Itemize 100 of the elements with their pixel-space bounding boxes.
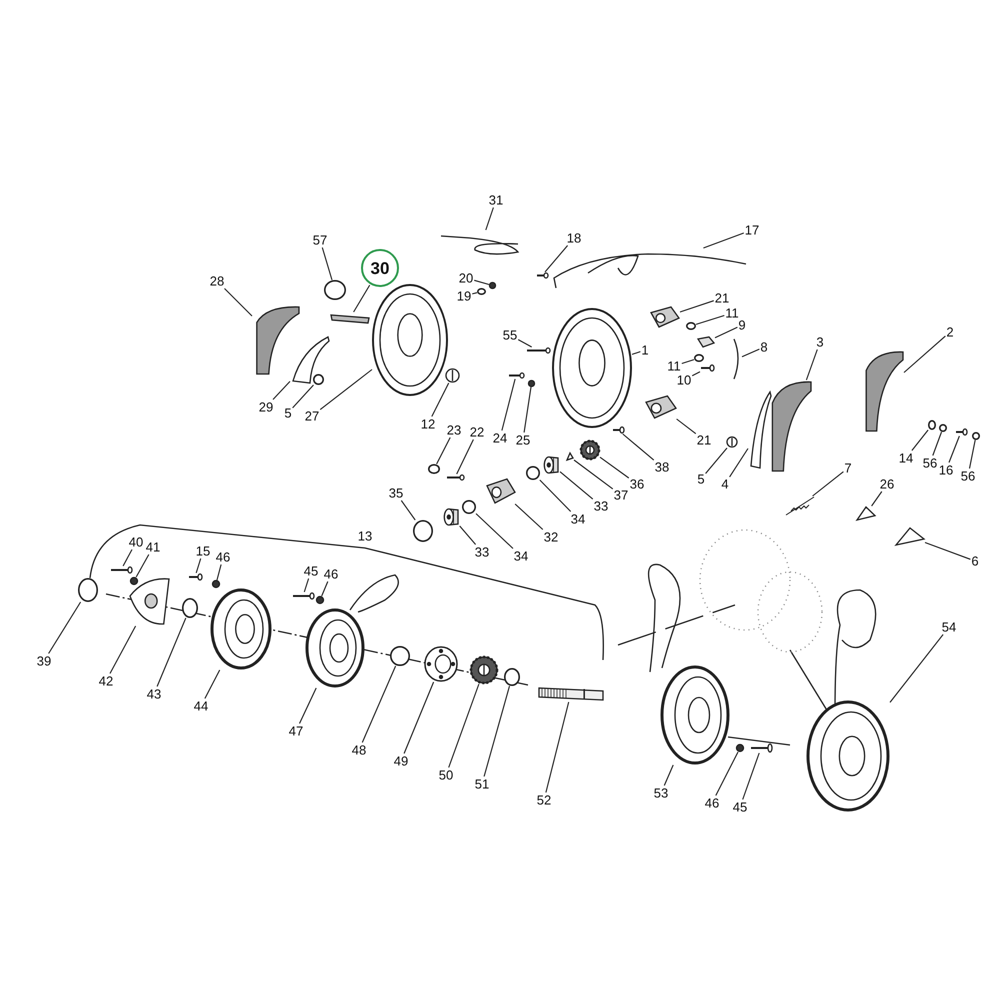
callout-number: 49 bbox=[394, 754, 408, 768]
washer-drawing bbox=[130, 577, 138, 585]
bolt-drawing bbox=[110, 566, 132, 574]
leader-line bbox=[456, 439, 474, 474]
leader-line bbox=[514, 504, 544, 530]
callout-number: 45 bbox=[732, 800, 748, 814]
ring-drawing bbox=[939, 424, 947, 432]
leader-line bbox=[224, 288, 252, 316]
leader-line bbox=[484, 686, 510, 777]
washer-drawing bbox=[489, 282, 496, 289]
leader-line bbox=[729, 448, 748, 478]
callout-number: 12 bbox=[420, 418, 436, 430]
leader-line bbox=[539, 480, 572, 512]
callout-number: 48 bbox=[352, 744, 366, 756]
bolt-drawing bbox=[508, 372, 524, 379]
leader-line bbox=[196, 558, 202, 574]
callout-number: 51 bbox=[474, 778, 490, 790]
callout-number: 21 bbox=[714, 292, 730, 304]
wheel-cylinder-drawing bbox=[650, 306, 680, 328]
leader-line bbox=[136, 554, 150, 578]
callout-number: 27 bbox=[304, 410, 320, 422]
callout-number: 20 bbox=[458, 272, 474, 284]
ring-drawing bbox=[413, 520, 433, 542]
leader-line bbox=[948, 436, 960, 463]
callout-number: 45 bbox=[304, 564, 318, 578]
callout-number: 11 bbox=[667, 360, 681, 372]
callout-number: 47 bbox=[288, 724, 304, 738]
leader-line bbox=[682, 359, 694, 364]
clip-drawing bbox=[566, 452, 574, 462]
plate-drawing bbox=[330, 312, 370, 324]
callout-number: 5 bbox=[697, 472, 705, 486]
brake-drum-drawing bbox=[660, 665, 730, 765]
leader-line bbox=[436, 437, 451, 464]
leader-line bbox=[321, 581, 328, 596]
leader-line bbox=[871, 491, 882, 506]
leader-line bbox=[476, 513, 514, 549]
ring-drawing bbox=[390, 646, 410, 666]
callout-number: 57 bbox=[312, 234, 328, 246]
pin-drawing bbox=[726, 436, 738, 448]
leader-line bbox=[474, 280, 490, 286]
callout-number: 46 bbox=[324, 568, 338, 580]
leader-line bbox=[696, 314, 724, 325]
leader-line bbox=[574, 460, 614, 490]
leader-line bbox=[353, 284, 370, 312]
bolt-drawing bbox=[526, 347, 550, 354]
highlighted-callout-number: 30 bbox=[361, 249, 399, 287]
bolt-drawing bbox=[955, 428, 967, 436]
leader-line bbox=[501, 378, 516, 431]
leader-line bbox=[485, 207, 494, 230]
leader-line bbox=[932, 432, 942, 456]
leader-line bbox=[742, 752, 760, 800]
leader-line bbox=[404, 682, 434, 754]
callout-number: 32 bbox=[544, 530, 558, 544]
leader-line bbox=[545, 702, 570, 793]
brake-drum-drawing bbox=[806, 700, 890, 812]
callout-number: 40 bbox=[128, 536, 144, 548]
callout-number: 16 bbox=[938, 464, 954, 476]
callout-number: 46 bbox=[704, 796, 720, 810]
callout-number: 7 bbox=[844, 462, 852, 474]
leader-line bbox=[806, 349, 818, 380]
callout-number: 25 bbox=[516, 434, 530, 446]
callout-number: 3 bbox=[816, 336, 824, 348]
leader-line bbox=[320, 369, 372, 410]
callout-number: 15 bbox=[196, 544, 210, 558]
leader-line bbox=[812, 471, 844, 496]
callout-number: 28 bbox=[210, 274, 224, 288]
leader-line bbox=[431, 382, 450, 417]
washer-drawing bbox=[528, 380, 535, 387]
leader-line bbox=[911, 430, 929, 451]
leader-line bbox=[122, 549, 132, 566]
bolt-drawing bbox=[188, 573, 202, 581]
leader-line bbox=[272, 381, 290, 400]
bolt-drawing bbox=[750, 743, 772, 753]
leader-line bbox=[322, 247, 333, 280]
bolt-drawing bbox=[536, 272, 548, 279]
ring-drawing bbox=[182, 598, 198, 618]
leader-line bbox=[676, 418, 696, 434]
leader-line bbox=[714, 326, 738, 338]
leader-line bbox=[304, 578, 310, 592]
callout-number: 5 bbox=[284, 406, 292, 420]
flange-drawing bbox=[128, 576, 170, 626]
lever-drawing bbox=[748, 390, 772, 470]
leader-line bbox=[968, 440, 976, 469]
bolt-drawing bbox=[612, 426, 624, 434]
ring-drawing bbox=[78, 578, 98, 602]
callout-number: 41 bbox=[146, 540, 160, 554]
callout-number: 52 bbox=[536, 794, 552, 806]
hub-drawing bbox=[424, 646, 458, 682]
callout-number: 50 bbox=[438, 768, 454, 782]
clip-drawing bbox=[895, 527, 925, 547]
callout-number: 29 bbox=[258, 400, 274, 414]
leader-line bbox=[622, 434, 654, 461]
callout-number: 56 bbox=[922, 456, 938, 470]
leader-line bbox=[459, 526, 476, 545]
leader-line bbox=[524, 386, 532, 433]
backing-plate-drawing bbox=[552, 308, 632, 428]
clip-drawing bbox=[856, 506, 876, 522]
leader-line bbox=[400, 500, 416, 520]
ring-drawing bbox=[462, 500, 476, 514]
callout-number: 4 bbox=[721, 478, 729, 490]
